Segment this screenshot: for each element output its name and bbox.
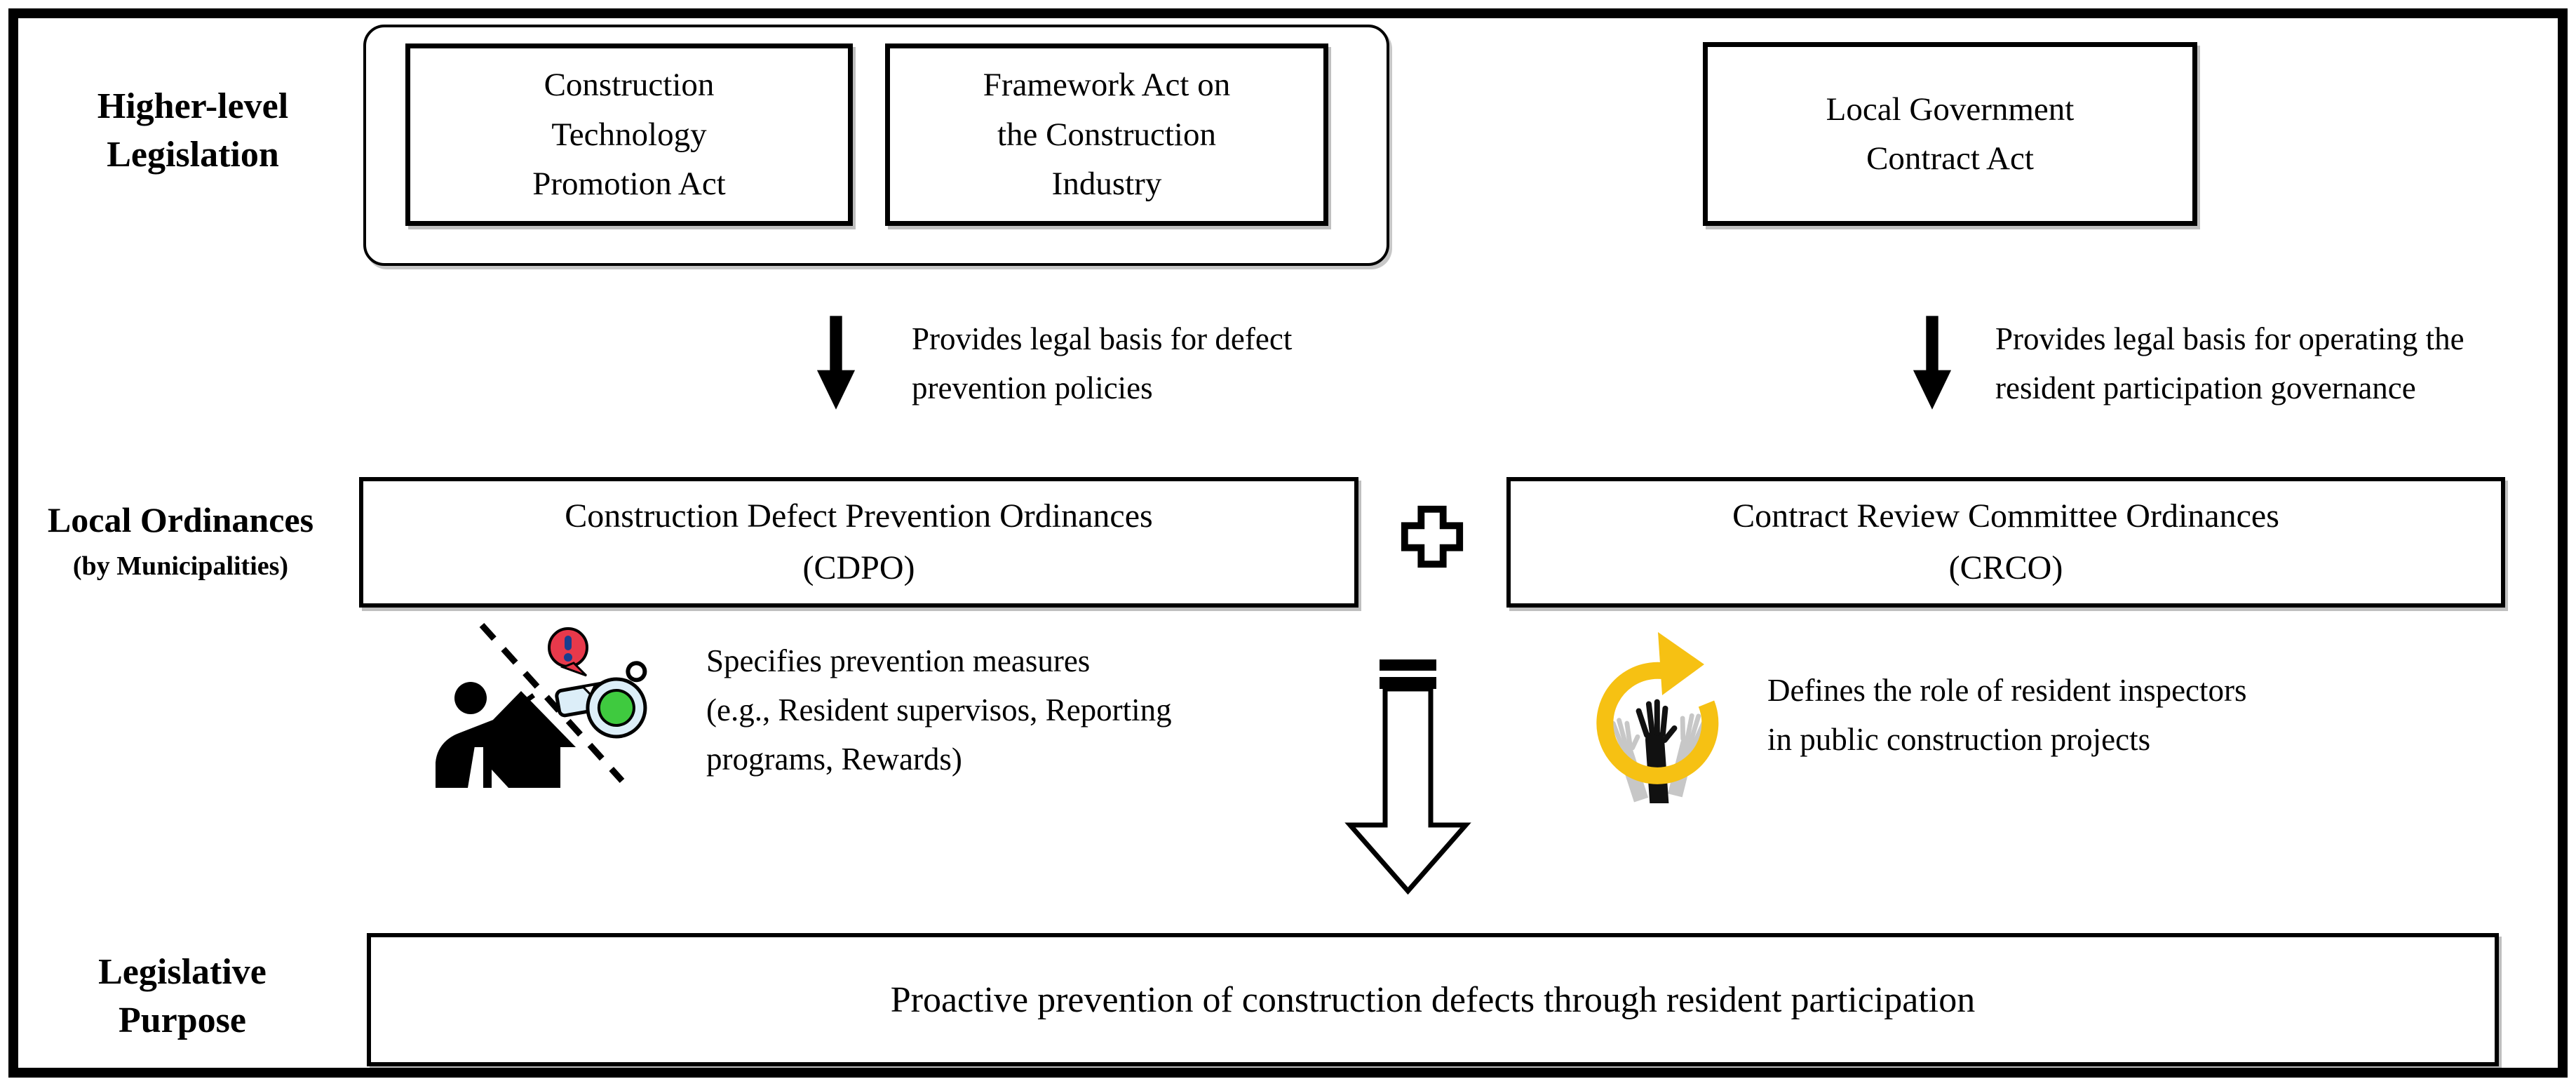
big-down-arrow-icon xyxy=(1344,659,1471,894)
row-label-local-ordinances-line2: (by Municipalities) xyxy=(72,551,289,581)
row-label-local-ordinances-line1: Local Ordinances xyxy=(47,500,314,539)
down-arrow-icon xyxy=(816,316,856,410)
box-construction-technology-promotion-act: Construction Technology Promotion Act xyxy=(405,43,853,226)
box-cdpo: Construction Defect Prevention Ordinance… xyxy=(359,477,1358,608)
box-framework-act-construction-industry: Framework Act on the Construction Indust… xyxy=(885,43,1328,226)
resident-participation-cycle-icon xyxy=(1596,632,1719,803)
whistle xyxy=(555,661,647,739)
note-crco: Defines the role of resident inspectors … xyxy=(1767,673,2247,757)
down-arrow-icon xyxy=(1913,316,1952,410)
defect-reporting-whistle-icon xyxy=(436,622,647,788)
outer-border xyxy=(8,8,2568,1078)
box-legislative-purpose: Proactive prevention of construction def… xyxy=(367,933,2499,1066)
box-local-government-contract-act: Local Government Contract Act xyxy=(1703,42,2197,226)
note-right-arrow: Provides legal basis for operating the r… xyxy=(1995,321,2464,406)
row-label-local-ordinances: Local Ordinances (by Municipalities) xyxy=(7,497,354,584)
note-left-arrow: Provides legal basis for defect preventi… xyxy=(912,321,1293,406)
box-crco: Contract Review Committee Ordinances (CR… xyxy=(1506,477,2505,608)
plus-icon xyxy=(1401,505,1464,568)
alert-bubble xyxy=(548,627,588,677)
row-label-legislative-purpose: Legislative Purpose xyxy=(98,952,267,1040)
note-cdpo: Specifies prevention measures (e.g., Res… xyxy=(706,643,1172,777)
row-label-higher-level-legislation: Higher-level Legislation xyxy=(97,86,289,175)
